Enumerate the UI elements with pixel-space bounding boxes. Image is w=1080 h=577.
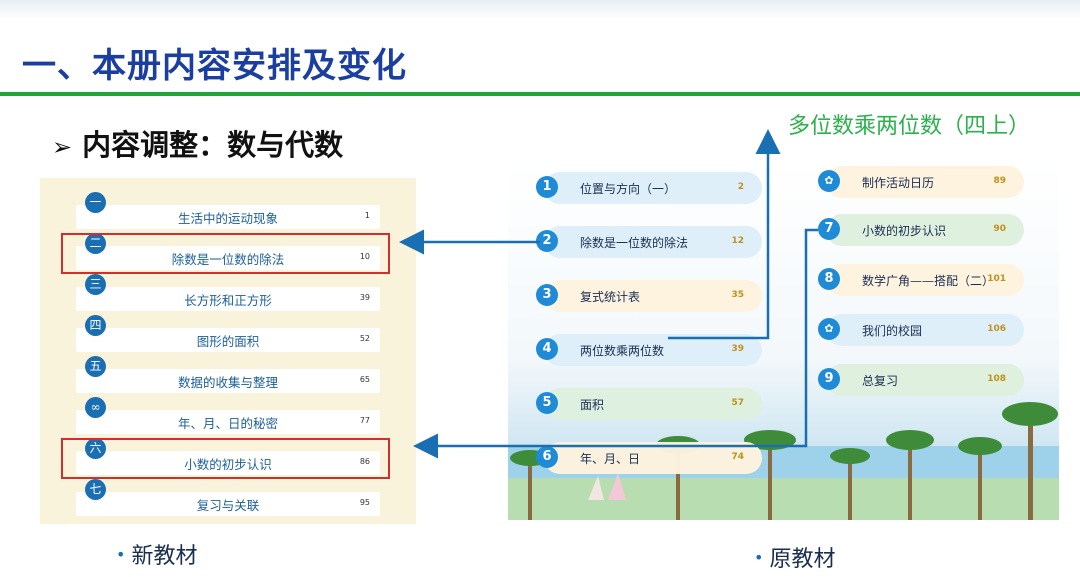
caption-new-textbook: • 新教材 — [116, 538, 197, 570]
moved-unit-note: 多位数乘两位数（四上） — [788, 108, 1030, 140]
bullet-icon: • — [754, 548, 763, 567]
caption-text: 新教材 — [131, 544, 197, 569]
arrow-multiplication-moved — [668, 134, 768, 338]
caption-old-textbook: • 原教材 — [754, 541, 835, 573]
caption-text: 原教材 — [769, 547, 835, 572]
bullet-icon: • — [116, 545, 125, 564]
